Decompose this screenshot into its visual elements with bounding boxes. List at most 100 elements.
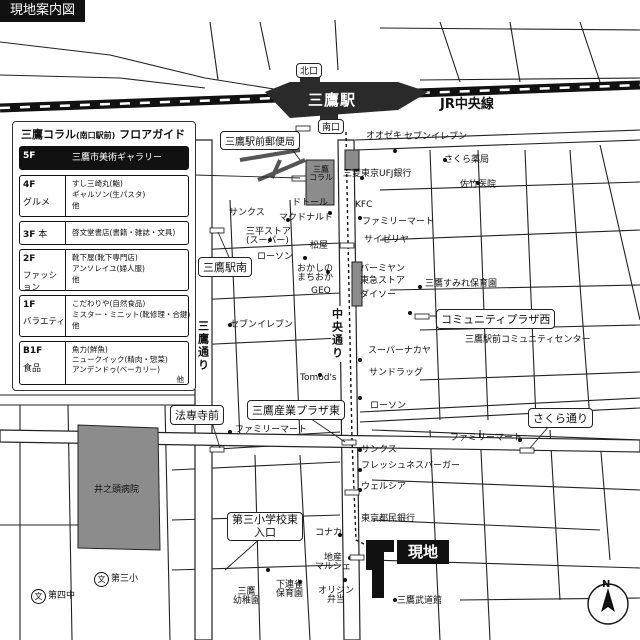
label-daiso: ダイソー <box>360 290 397 300</box>
label-coral-line1: 三鷹 <box>313 165 329 174</box>
label-shimorenjaku-line1: 下連雀 <box>276 580 304 590</box>
label-lawson-1: ローソン <box>257 252 294 262</box>
label-sanks-1: サンクス <box>229 208 265 218</box>
floor-shop: 三鷹市美術ギャラリー <box>72 153 163 163</box>
label-shimorenjaku-hoikuen: 下連雀保育園 <box>276 580 304 600</box>
label-geo: GEO <box>311 286 331 296</box>
label-origin-line1: オリジン <box>318 586 355 596</box>
label-mufg: 三菱東京UFJ銀行 <box>343 169 412 179</box>
street-grid <box>0 19 640 640</box>
label-inokashira-hospital: 井之頭病院 <box>94 485 140 495</box>
floor-shop: すし三崎丸(鮨) <box>72 179 123 188</box>
label-kfc: KFC <box>355 200 373 210</box>
label-okashi-line2: まちおか <box>297 273 334 284</box>
label-sanks-2: サンクス <box>361 445 397 455</box>
floor-category: 本 <box>38 230 48 240</box>
label-freshness-burger: フレッシュネスバーガー <box>361 461 461 471</box>
tag-sansho-higashi-line2: 入口 <box>254 525 276 539</box>
tag-sangyo-plaza-higashi: 三鷹産業プラザ東 <box>247 400 345 420</box>
label-sanpei: 三平ストア(スーパー) <box>246 227 292 247</box>
floor-category: ファッション <box>23 271 58 293</box>
floor-number: B1F <box>23 346 43 356</box>
label-ekimae-community-center: 三鷹駅前コミュニティセンター <box>465 335 591 345</box>
label-sumire-hoikuen: 三鷹すみれ保育園 <box>425 279 498 289</box>
tokyu-block <box>351 261 363 307</box>
road-mitaka-dori: 三鷹通り <box>196 318 210 374</box>
label-family-mart-1: ファミリーマート <box>362 217 435 227</box>
label-sun-drug: サンドラッグ <box>369 368 424 378</box>
floor-number: 3F <box>23 230 36 240</box>
label-mitaka-budokan: 三鷹武道館 <box>397 596 443 606</box>
label-origin: オリジン弁当 <box>318 586 355 606</box>
store-dots <box>228 149 522 602</box>
school-icon: 文 <box>94 572 109 587</box>
floor-shop: アンデンドゥ(ベーカリー) <box>72 365 161 375</box>
label-tomods: Tomod's <box>300 373 337 383</box>
label-saizeriya: サイゼリヤ <box>364 235 410 245</box>
label-oozeki: オオゼキ <box>366 131 403 141</box>
floor-guide-title: 三鷹コラル(南口駅前) フロアガイド <box>21 126 185 142</box>
floor-shop: 他 <box>72 200 80 210</box>
north-exit-label: 北口 <box>296 63 323 78</box>
tag-sansho-higashi-line1: 第三小学校東 <box>232 513 298 526</box>
inokashira-hospital-block <box>77 424 161 551</box>
label-saku-hospital: 佐竹医院 <box>460 180 497 190</box>
tag-sansho-higashi: 第三小学校東入口 <box>227 512 303 542</box>
label-tokyo-toumin-bank: 東京都民銀行 <box>361 514 416 524</box>
label-mcdonalds: マクドナルド <box>279 213 334 223</box>
label-lawson-2: ローソン <box>370 401 407 411</box>
north-arrow-icon <box>587 583 629 625</box>
label-daisan-sho: 第三小 <box>111 574 139 584</box>
railway-line-label: JR中央線 <box>440 97 494 112</box>
tag-mitaka-ekiminami: 三鷹駅南 <box>198 257 252 277</box>
label-sanpei-line1: 三平ストア <box>246 227 292 237</box>
floor-shop: 啓文堂書店(書籍・雑誌・文具) <box>72 228 176 237</box>
floor-shop: 靴下屋(靴下専門店) <box>72 253 138 262</box>
label-shimorenjaku-line2: 保育園 <box>276 589 304 600</box>
floor-number: 2F <box>23 254 36 264</box>
label-mitaka-kindergarten-line1: 三鷹 <box>237 587 256 597</box>
label-coral-line2: コラル <box>309 173 333 183</box>
road-chuo-dori: 中央通り <box>330 306 344 362</box>
floor-number: 1F <box>23 300 36 310</box>
tag-hojuji-mae: 法専寺前 <box>170 405 224 425</box>
destination-building <box>366 540 394 598</box>
floor-shop: ギャルソン(生パスタ) <box>72 189 146 199</box>
station-name: 三鷹駅 <box>307 91 356 109</box>
label-seven-eleven-2: セブンイレブン <box>230 320 294 330</box>
mufg-block <box>344 149 360 171</box>
floor-guide-title-suffix: フロアガイド <box>119 128 186 141</box>
station-plaza <box>239 148 306 182</box>
floor-shop: 他 <box>176 375 185 385</box>
label-daiyon-chu: 第四中 <box>48 591 76 601</box>
floor-guide-title-main: 三鷹コラル <box>21 128 76 141</box>
floor-3f: 3F 本 啓文堂書店(書籍・雑誌・文具) <box>19 221 189 245</box>
label-welcia: ウェルシア <box>361 482 407 492</box>
floor-5f: 5F 三鷹市美術ギャラリー <box>19 146 189 170</box>
label-matsuya: 松屋 <box>310 241 329 251</box>
school-icon: 文 <box>31 589 46 604</box>
floor-shop: アンソレイユ(婦人服) <box>72 263 145 273</box>
label-okashi-line1: おかしの <box>297 264 334 274</box>
floor-number: 5F <box>23 151 36 161</box>
floor-number: 4F <box>23 180 36 190</box>
tag-ekimae-post-office: 三鷹駅前郵便局 <box>220 131 300 150</box>
floor-category: グルメ <box>23 198 51 208</box>
floor-category: 食品 <box>23 364 42 374</box>
label-coral: 三鷹コラル <box>309 165 333 183</box>
floor-shop: 魚力(鮮魚) <box>72 345 108 354</box>
floor-shop: ニュークイック(精肉・惣菜) <box>72 355 168 365</box>
floor-shop: こだわりや(自然食品) <box>72 299 146 308</box>
floor-guide-title-paren: (南口駅前) <box>76 131 116 140</box>
label-family-mart-2: ファミリーマート <box>235 425 308 435</box>
label-konaka: コナカ <box>315 528 343 538</box>
traffic-lights <box>209 125 535 561</box>
north-label: N <box>602 579 611 590</box>
label-jizo-marche-line2: マルシェ <box>315 562 352 573</box>
destination-label: 現地 <box>397 540 449 564</box>
label-tokyu-store: 東急ストア <box>360 276 406 286</box>
floor-guide-panel: 三鷹コラル(南口駅前) フロアガイド 5F 三鷹市美術ギャラリー 4F グルメ す… <box>12 121 196 391</box>
south-exit-label: 南口 <box>318 119 345 134</box>
map-title: 現地案内図 <box>0 0 86 22</box>
